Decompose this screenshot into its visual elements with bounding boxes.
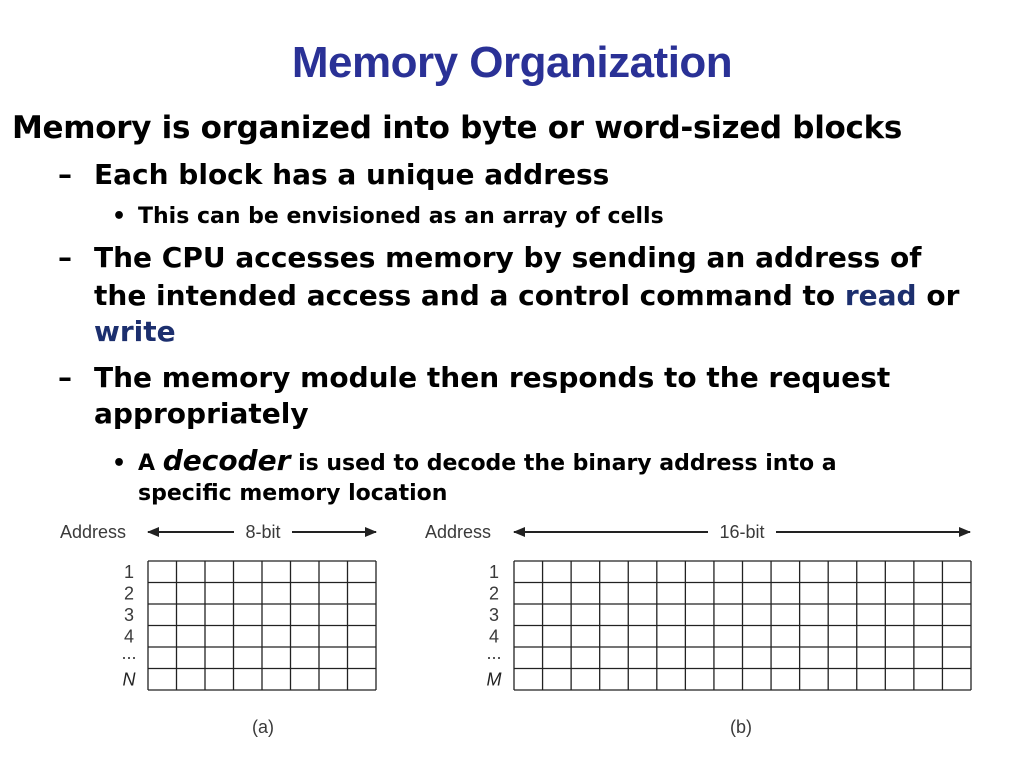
diagram-a-row-label: N: [123, 669, 137, 689]
sub-point-cpu-access-line2: the intended access and a control comman…: [94, 279, 959, 312]
sub-point-cpu-access-line1: The CPU accesses memory by sending an ad…: [94, 241, 922, 274]
diagram-a-row-label: ...: [121, 643, 136, 663]
sub-point-module-response-line2: appropriately: [94, 397, 309, 430]
diagram-a-caption: (a): [252, 717, 274, 737]
diagram-a-row-label: 1: [124, 562, 134, 582]
diagram-b-row-label: 3: [489, 605, 499, 625]
or-text: or: [916, 279, 960, 312]
write-link[interactable]: write: [94, 315, 176, 348]
sub-point-unique-address: Each block has a unique address: [94, 158, 610, 191]
diagram-a-width-label: 8-bit: [245, 522, 280, 542]
diagram-b-memory-grid: [513, 560, 972, 691]
slide-title: Memory Organization: [291, 38, 733, 87]
main-point: Memory is organized into byte or word-si…: [12, 110, 903, 146]
diagram-a-memory-grid: [147, 560, 377, 691]
diagram-a-row-label: 4: [124, 626, 134, 646]
diagram-b-row-label: M: [487, 669, 502, 689]
diagram-a-row-label: 2: [124, 583, 134, 603]
read-link[interactable]: read: [844, 279, 917, 312]
sub-bullet-decoder-line2: specific memory location: [138, 481, 448, 506]
diagram-a-row-label: 3: [124, 605, 134, 625]
diagram-a-address-label: Address: [60, 522, 126, 542]
dash-marker: –: [58, 158, 72, 191]
decoder-a-text: A: [138, 451, 163, 476]
diagram-b-row-label: 4: [489, 626, 499, 646]
bullet-marker: •: [112, 451, 127, 476]
diagram-b-caption: (b): [730, 717, 752, 737]
bullet-marker: •: [112, 204, 127, 229]
decoder-term: decoder: [162, 444, 291, 477]
sub-bullet-array-of-cells: This can be envisioned as an array of ce…: [138, 204, 664, 229]
sub-bullet-decoder: A decoder is used to decode the binary a…: [138, 444, 837, 477]
diagram-b-row-label: ...: [486, 643, 501, 663]
diagram-b-address-label: Address: [425, 522, 491, 542]
diagram-b-row-label: 2: [489, 583, 499, 603]
decoder-rest-text: is used to decode the binary address int…: [290, 451, 837, 476]
cpu-access-text: the intended access and a control comman…: [94, 279, 845, 312]
diagram-b-width-label: 16-bit: [719, 522, 764, 542]
diagram-b-row-label: 1: [489, 562, 499, 582]
dash-marker: –: [58, 241, 72, 274]
dash-marker: –: [58, 361, 72, 394]
sub-point-module-response-line1: The memory module then responds to the r…: [94, 361, 891, 394]
